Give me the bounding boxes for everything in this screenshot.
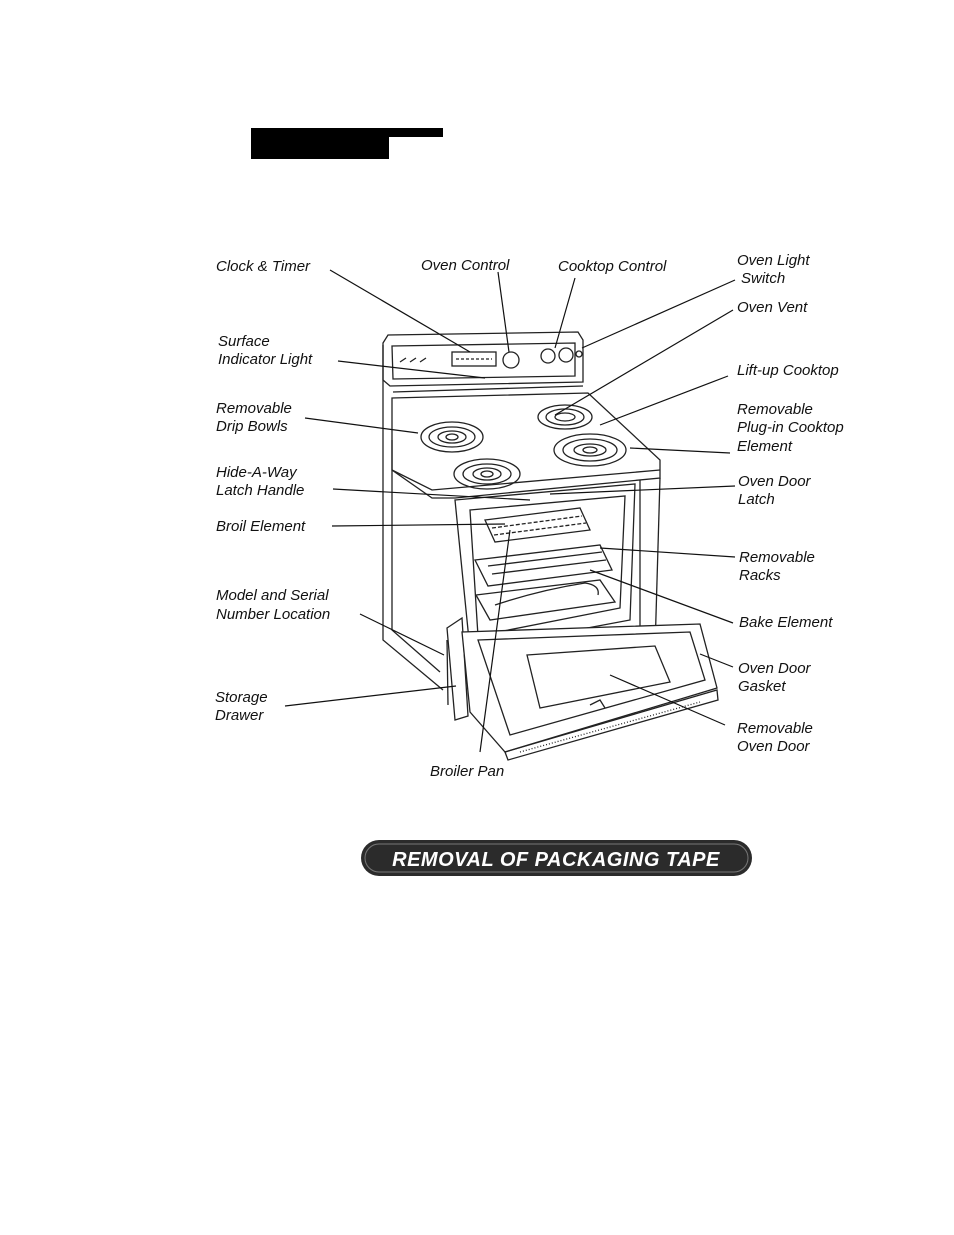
label-oven-control: Oven Control bbox=[421, 257, 510, 274]
label-cooktop-control: Cooktop Control bbox=[558, 258, 667, 275]
header-bar bbox=[251, 128, 443, 159]
leader-lines bbox=[284, 269, 736, 753]
label-model-serial-location: Model and Serial Number Location bbox=[216, 587, 333, 623]
label-surface-indicator-light: Surface Indicator Light bbox=[218, 333, 313, 368]
label-lift-up-cooktop: Lift-up Cooktop bbox=[737, 362, 839, 379]
label-hide-a-way-latch-handle: Hide-A-Way Latch Handle bbox=[216, 464, 304, 499]
label-oven-door-latch: Oven Door Latch bbox=[738, 473, 815, 508]
label-broiler-pan: Broiler Pan bbox=[430, 763, 504, 780]
label-removable-drip-bowls: Removable Drip Bowls bbox=[216, 400, 296, 435]
section-banner: REMOVAL OF PACKAGING TAPE bbox=[361, 840, 752, 876]
coil-burners bbox=[420, 404, 627, 490]
banner-title: REMOVAL OF PACKAGING TAPE bbox=[392, 849, 720, 871]
label-removable-oven-door: Removable Oven Door bbox=[737, 720, 817, 755]
label-removable-plug-in-element: Removable Plug-in Cooktop Element bbox=[737, 401, 848, 455]
label-storage-drawer: Storage Drawer bbox=[215, 689, 272, 724]
label-broil-element: Broil Element bbox=[216, 518, 306, 535]
label-bake-element: Bake Element bbox=[739, 614, 833, 631]
label-oven-door-gasket: Oven Door Gasket bbox=[738, 660, 815, 695]
range-illustration bbox=[382, 331, 719, 761]
label-oven-vent: Oven Vent bbox=[737, 299, 808, 316]
callout-labels: Clock & Timer Oven Control Cooktop Contr… bbox=[215, 252, 848, 780]
label-oven-light-switch: Oven Light Switch bbox=[737, 252, 814, 287]
label-clock-timer: Clock & Timer bbox=[216, 258, 311, 275]
label-removable-racks: Removable Racks bbox=[739, 549, 819, 584]
